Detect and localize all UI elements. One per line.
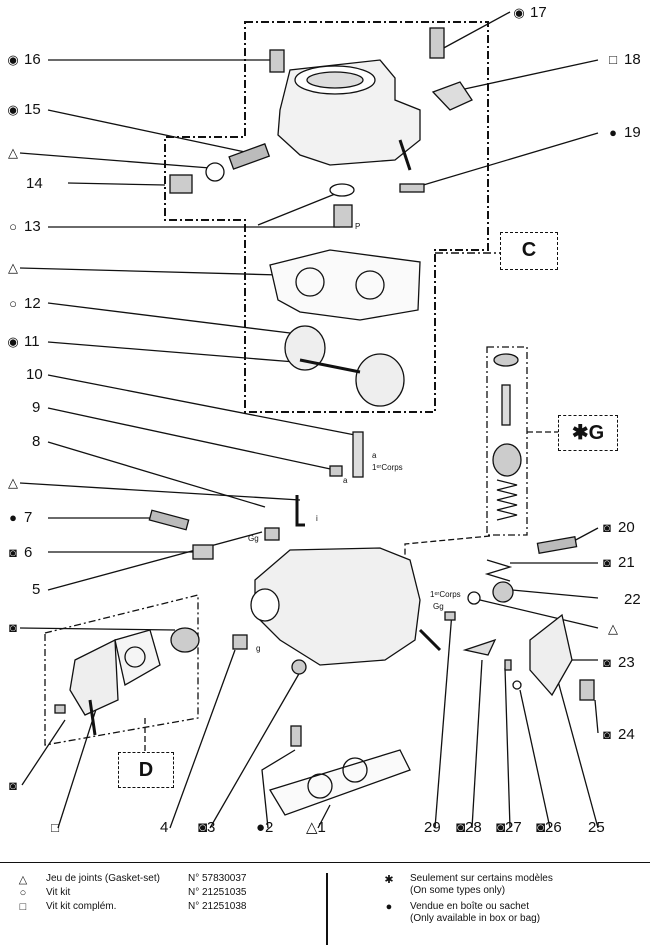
tag-gg-left: Gg — [248, 534, 259, 543]
callout-25: 25 — [588, 819, 605, 836]
callout-1: △1 — [306, 819, 326, 836]
tag-first-corps-right: 1ᵉʳCorps — [430, 590, 461, 599]
callout-24: ◙24 — [603, 726, 635, 743]
callout-gasket-d: △ — [608, 621, 618, 636]
tag-p: P — [355, 222, 361, 231]
callout-11: ◉11 — [7, 333, 40, 350]
tag-first-corps: 1ᵉʳCorps — [372, 463, 403, 472]
callout-gasket-b: △ — [8, 260, 18, 275]
callout-23: ◙23 — [603, 654, 635, 671]
callout-12: ○12 — [9, 295, 41, 312]
legend-some-types-line2: (On some types only) — [410, 885, 506, 896]
top-gasket — [269, 249, 421, 321]
callout-kit-square-b: ◙ — [9, 778, 17, 793]
callout-15: ◉15 — [7, 101, 41, 118]
callout-2: ●2 — [256, 819, 274, 836]
callout-vit-kit-complement: □ — [51, 820, 59, 835]
assembly-boundary-d — [44, 594, 199, 746]
legend-vit-kit-complem-symbol: □ — [19, 901, 27, 913]
callout-16: ◉16 — [7, 51, 41, 68]
callout-29: 29 — [424, 819, 441, 836]
legend-vit-kit-symbol: ○ — [19, 887, 27, 899]
callout-17: ◉17 — [513, 4, 547, 21]
legend-some-types-line1: Seulement sur certains modèles — [410, 873, 553, 884]
legend-gasket-set-symbol: △ — [18, 874, 28, 886]
callout-26: ◙26 — [536, 819, 562, 836]
callout-21: ◙21 — [603, 554, 635, 571]
callout-7: ●7 — [9, 509, 33, 526]
callout-14: 14 — [26, 175, 43, 192]
callout-gasket-c: △ — [8, 475, 18, 490]
group-label-d: D — [118, 752, 174, 788]
tag-g: g — [256, 644, 261, 653]
callout-28: ◙28 — [456, 819, 482, 836]
legend-box-bag-symbol: ● — [385, 901, 393, 913]
base-gasket — [269, 749, 411, 816]
carburettor-body — [254, 547, 421, 666]
callout-4: 4 — [160, 819, 169, 836]
legend-gasket-set-label: Jeu de joints (Gasket-set) — [46, 873, 160, 884]
legend-divider — [326, 873, 328, 945]
callout-9: 9 — [32, 399, 41, 416]
legend-gasket-set-ref: N° 57830037 — [188, 873, 247, 884]
tag-a-second: a — [343, 476, 348, 485]
callout-19: ●19 — [609, 124, 641, 141]
legend-box-bag-line1: Vendue en boîte ou sachet — [410, 901, 529, 912]
callout-27: ◙27 — [496, 819, 522, 836]
tag-a-first: a — [372, 451, 377, 460]
callout-3: ◙3 — [198, 819, 216, 836]
callout-10: 10 — [26, 366, 43, 383]
legend-vit-kit-complem-ref: N° 21251038 — [188, 901, 247, 912]
callout-22: 22 — [624, 591, 641, 608]
legend-box-bag-line2: (Only available in box or bag) — [410, 913, 541, 924]
legend: △ Jeu de joints (Gasket-set) N° 57830037… — [0, 862, 650, 946]
callout-20: ◙20 — [603, 519, 635, 536]
callout-13: ○13 — [9, 218, 41, 235]
legend-vit-kit-label: Vit kit — [46, 887, 71, 898]
assembly-boundary-c — [164, 21, 489, 413]
callout-kit-square-a: ◙ — [9, 620, 17, 635]
callout-18: □18 — [609, 51, 641, 68]
callout-gasket-a: △ — [8, 145, 18, 160]
assembly-boundary-g — [486, 346, 528, 536]
exploded-parts-diagram — [19, 11, 599, 829]
tag-gg-right: Gg — [433, 602, 444, 611]
legend-some-types-symbol: ✱ — [384, 874, 394, 886]
callout-5: 5 — [32, 581, 41, 598]
callout-8: 8 — [32, 433, 41, 450]
group-label-c: C — [500, 232, 558, 270]
legend-vit-kit-complem-label: Vit kit complém. — [46, 901, 117, 912]
tag-i: i — [316, 514, 318, 523]
group-label-g: ✱G — [558, 415, 618, 451]
callout-6: ◙6 — [9, 544, 33, 561]
legend-vit-kit-ref: N° 21251035 — [188, 887, 247, 898]
